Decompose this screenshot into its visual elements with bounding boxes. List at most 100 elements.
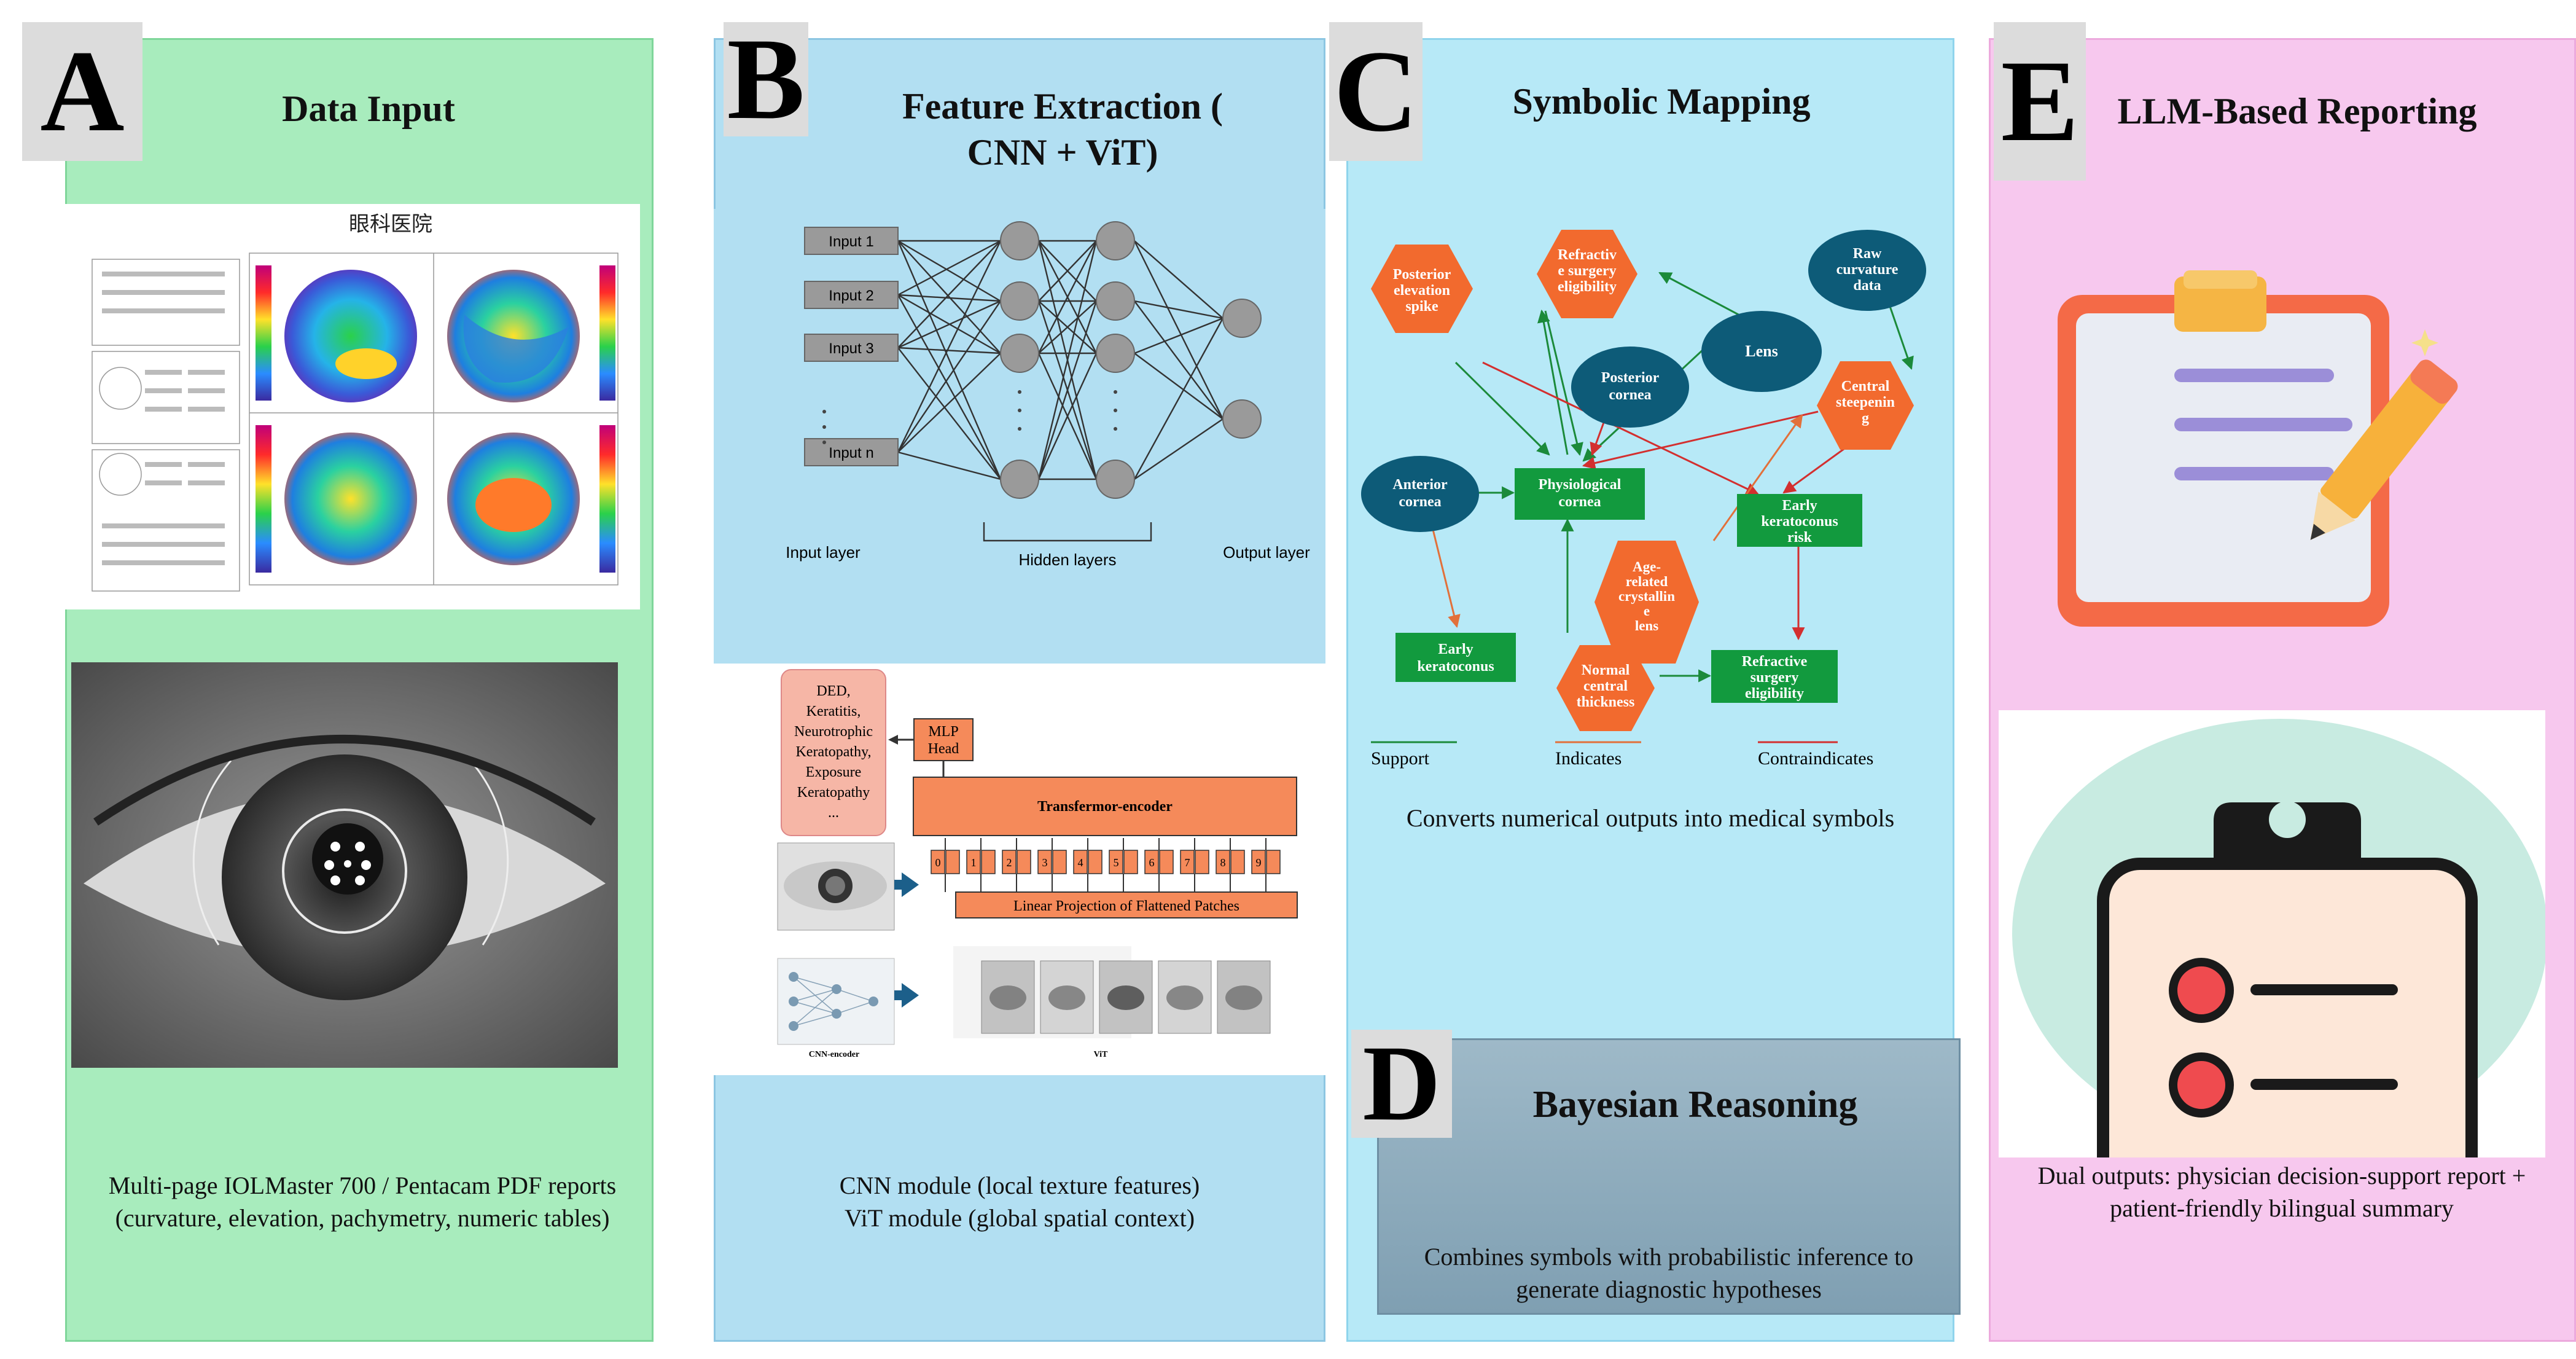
nn-input-layer-label: Input layer bbox=[786, 543, 861, 562]
svg-text:keratoconus: keratoconus bbox=[1761, 514, 1838, 530]
svg-text:eligibility: eligibility bbox=[1558, 279, 1617, 295]
vit-label: ViT bbox=[1094, 1050, 1108, 1059]
nn-input-box bbox=[804, 227, 899, 255]
eye-photo bbox=[71, 662, 618, 1068]
node-early-keratoconus-risk bbox=[1737, 494, 1862, 547]
patch-token bbox=[1251, 850, 1266, 874]
svg-text:cornea: cornea bbox=[1609, 387, 1651, 403]
panel-c-caption: Converts numerical outputs into medical … bbox=[1406, 804, 1895, 832]
patch-embedding bbox=[1230, 850, 1245, 874]
nn-input-label: Input 1 bbox=[829, 233, 873, 250]
panel-letter-c: C bbox=[1329, 22, 1423, 161]
vit-class-label: ... bbox=[828, 805, 839, 821]
nn-input-label: Input n bbox=[829, 445, 873, 461]
image-patch-eye bbox=[1107, 985, 1144, 1010]
patch-token bbox=[1073, 850, 1088, 874]
vit-class-label: Exposure bbox=[806, 764, 862, 780]
patch-token-index: 8 bbox=[1220, 856, 1226, 869]
panel-bayesian-reasoning bbox=[1377, 1038, 1961, 1315]
patch-embedding bbox=[945, 850, 960, 874]
patch-token-index: 6 bbox=[1149, 856, 1155, 869]
patch-token-index: 9 bbox=[1256, 856, 1262, 869]
svg-text:Normal: Normal bbox=[1582, 662, 1630, 678]
nn-edge bbox=[1134, 353, 1224, 420]
report-header: 眼科医院 bbox=[349, 212, 432, 237]
patch-token bbox=[1216, 850, 1230, 874]
vit-class-label: Keratopathy, bbox=[795, 744, 871, 760]
patch-token bbox=[1180, 850, 1195, 874]
panel-letter-b: B bbox=[724, 21, 808, 138]
nn-hidden-layers-label: Hidden layers bbox=[1019, 550, 1117, 569]
svg-text:Age-: Age- bbox=[1633, 559, 1661, 574]
mlp-head-line1: MLP bbox=[928, 724, 958, 740]
nn-edge bbox=[897, 300, 1001, 349]
edge-age-to-steepening bbox=[1712, 414, 1803, 541]
nn-edge bbox=[1134, 317, 1224, 354]
patch-token-index: 3 bbox=[1042, 856, 1048, 869]
nn-edge bbox=[1133, 240, 1224, 420]
node-physiological-cornea bbox=[1515, 468, 1645, 520]
panel-e-caption-line2: patient-friendly bilingual summary bbox=[2110, 1194, 2454, 1222]
svg-text:Anterior: Anterior bbox=[1392, 477, 1448, 493]
checklist-icon bbox=[1999, 710, 2545, 1157]
panel-a-caption-line1: Multi-page IOLMaster 700 / Pentacam PDF … bbox=[108, 1172, 617, 1199]
svg-text:elevation: elevation bbox=[1394, 283, 1450, 299]
panel-a-title: Data Input bbox=[282, 88, 455, 129]
svg-text:risk: risk bbox=[1787, 530, 1813, 546]
node-posterior-cornea bbox=[1571, 347, 1689, 428]
clipboard-pencil-icon bbox=[2058, 270, 2458, 627]
linear-projection-label: Linear Projection of Flattened Patches bbox=[1013, 898, 1239, 914]
patch-embedding bbox=[981, 850, 996, 874]
nn-edge bbox=[1038, 300, 1097, 354]
nn-edge bbox=[897, 294, 1001, 302]
panel-e-caption: Dual outputs: physician decision-support… bbox=[1996, 1160, 2567, 1225]
panel-a-caption-line2: (curvature, elevation, pachymetry, numer… bbox=[115, 1204, 610, 1232]
nn-edge bbox=[897, 347, 1001, 480]
panel-d-caption: Combines symbols with probabilistic infe… bbox=[1377, 1241, 1961, 1306]
panel-a-caption: Multi-page IOLMaster 700 / Pentacam PDF … bbox=[92, 1170, 633, 1235]
node-refractive-surgery-eligibility bbox=[1537, 230, 1637, 318]
nn-input-label: Input 2 bbox=[829, 288, 873, 304]
panel-b-title: Feature Extraction ( CNN + ViT) bbox=[848, 84, 1278, 176]
transformer-encoder-label: Transfermor-encoder bbox=[1037, 799, 1173, 815]
svg-text:curvature: curvature bbox=[1836, 262, 1899, 278]
panel-d-title: Bayesian Reasoning bbox=[1532, 1084, 1858, 1126]
patch-token bbox=[966, 850, 981, 874]
svg-text:Refractive: Refractive bbox=[1742, 654, 1808, 670]
nn-edge bbox=[1133, 318, 1224, 480]
nn-edge bbox=[897, 240, 1001, 354]
nn-edge bbox=[897, 451, 1001, 480]
panel-b-caption: CNN module (local texture features) ViT … bbox=[737, 1170, 1302, 1235]
patch-embedding bbox=[1017, 850, 1031, 874]
nn-input-box bbox=[804, 281, 899, 309]
nn-edge bbox=[897, 300, 1001, 453]
nn-edge bbox=[897, 347, 1001, 354]
vit-architecture-diagram: DED,Keratitis,NeurotrophicKeratopathy,Ex… bbox=[714, 664, 1325, 1075]
svg-text:Early: Early bbox=[1782, 498, 1817, 514]
patch-embedding bbox=[1088, 850, 1103, 874]
nn-edge bbox=[897, 240, 1001, 296]
nn-edge bbox=[897, 240, 1002, 453]
vit-class-label: DED, bbox=[816, 683, 850, 699]
svg-text:keratoconus: keratoconus bbox=[1417, 659, 1494, 675]
svg-text:e: e bbox=[1644, 603, 1650, 619]
patch-embedding bbox=[1052, 850, 1067, 874]
svg-text:Early: Early bbox=[1438, 641, 1473, 657]
svg-text:cornea: cornea bbox=[1399, 494, 1441, 510]
svg-text:e surgery: e surgery bbox=[1558, 263, 1616, 279]
panel-d-caption-line1: Combines symbols with probabilistic infe… bbox=[1424, 1243, 1914, 1271]
patch-token bbox=[1037, 850, 1052, 874]
svg-text:cornea: cornea bbox=[1558, 494, 1601, 510]
image-patch-eye bbox=[1225, 985, 1262, 1010]
svg-text:Raw: Raw bbox=[1853, 246, 1882, 262]
svg-text:Lens: Lens bbox=[1745, 342, 1778, 360]
nn-edge bbox=[1037, 240, 1098, 354]
svg-text:Posterior: Posterior bbox=[1601, 370, 1660, 386]
vit-class-label: Keratopathy bbox=[797, 785, 870, 801]
svg-text:spike: spike bbox=[1405, 299, 1438, 315]
nn-input-box bbox=[804, 334, 899, 362]
node-refractive-surgery-eligibility-2 bbox=[1711, 650, 1838, 703]
patch-token bbox=[1002, 850, 1017, 874]
panel-e-title: LLM-Based Reporting bbox=[2117, 91, 2477, 131]
